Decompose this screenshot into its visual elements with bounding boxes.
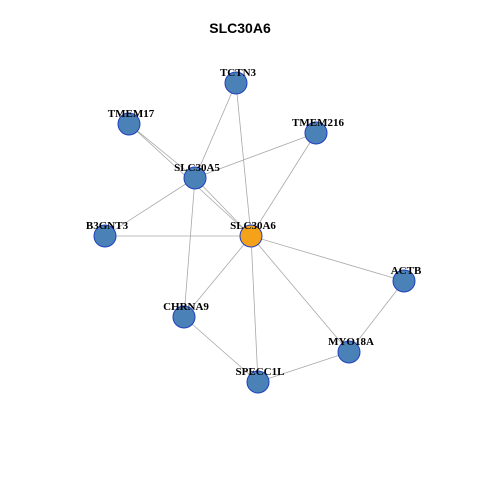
edge-tmem17-slc30a5	[128, 123, 196, 179]
edge-chrna9-specc1l	[183, 316, 259, 383]
edge-slc30a6-actb	[250, 235, 405, 282]
edge-slc30a6-specc1l	[250, 235, 259, 383]
edge-tctn3-slc30a6	[235, 82, 252, 237]
node-slc30a5[interactable]	[183, 166, 207, 190]
node-label-actb: ACTB	[391, 265, 422, 277]
edge-slc30a6-chrna9	[183, 235, 252, 318]
node-layer	[93, 71, 416, 394]
graph-title: SLC30A6	[209, 20, 271, 36]
edge-slc30a5-slc30a6	[194, 177, 252, 237]
edge-slc30a6-myo18a	[250, 235, 350, 353]
node-specc1l[interactable]	[246, 370, 270, 394]
edge-myo18a-specc1l	[257, 351, 350, 383]
edge-tctn3-slc30a5	[194, 82, 237, 179]
node-label-specc1l: SPECC1L	[236, 366, 285, 378]
node-label-tctn3: TCTN3	[220, 67, 257, 79]
node-label-slc30a6: SLC30A6	[230, 220, 276, 232]
node-b3gnt3[interactable]	[93, 224, 117, 248]
node-label-tmem216: TMEM216	[292, 117, 344, 129]
node-tmem216[interactable]	[304, 121, 328, 145]
node-actb[interactable]	[392, 269, 416, 293]
node-slc30a6[interactable]	[239, 224, 263, 248]
node-tmem17[interactable]	[117, 112, 141, 136]
edge-actb-myo18a	[348, 280, 405, 353]
node-label-slc30a5: SLC30A5	[174, 162, 220, 174]
edge-tmem216-slc30a6	[250, 132, 317, 237]
edge-slc30a5-chrna9	[183, 177, 196, 318]
node-tctn3[interactable]	[224, 71, 248, 95]
node-label-myo18a: MYO18A	[328, 336, 374, 348]
node-label-chrna9: CHRNA9	[163, 301, 209, 313]
node-label-tmem17: TMEM17	[108, 108, 155, 120]
edge-slc30a5-b3gnt3	[104, 177, 196, 237]
node-myo18a[interactable]	[337, 340, 361, 364]
node-label-b3gnt3: B3GNT3	[86, 220, 129, 232]
node-chrna9[interactable]	[172, 305, 196, 329]
edge-tmem216-slc30a5	[194, 132, 317, 179]
